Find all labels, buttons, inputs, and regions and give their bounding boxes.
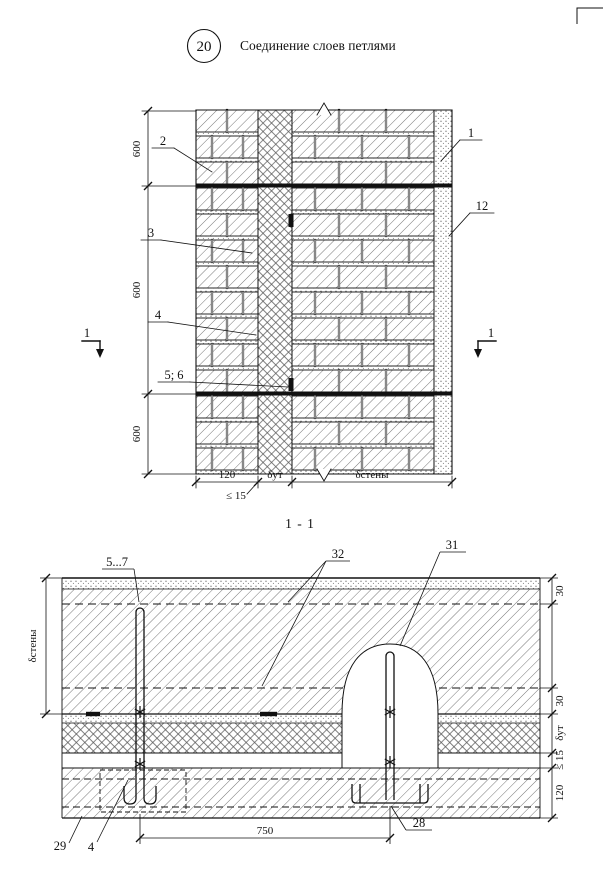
callout-5-6: 5; 6 — [164, 368, 183, 382]
section-view: 30 30 δут ≤ 15 120 δстены 750 5...7 — [27, 538, 566, 854]
section-cut-mark-left: 1 — [81, 326, 104, 358]
callout-31: 31 — [446, 538, 459, 552]
dim-120-section: 120 — [554, 784, 566, 801]
inner-leaf-bricks — [195, 108, 259, 474]
cut-label-right: 1 — [488, 326, 494, 340]
outer-leaf-courses — [291, 108, 435, 474]
glue-strip — [62, 714, 540, 723]
loop-a — [123, 607, 157, 805]
cut-label-left: 1 — [84, 326, 90, 340]
callout-29: 29 — [54, 839, 67, 853]
grout-marks — [134, 706, 396, 770]
loop-tie-row-top — [196, 183, 452, 188]
anchor-plate — [260, 711, 277, 717]
dim-ut: δут — [554, 725, 566, 741]
detail-title: Соединение слоев петлями — [240, 38, 396, 53]
loop-a-brick-outline — [99, 769, 187, 813]
dim-chain-right — [540, 577, 558, 819]
page-corner-mark — [576, 7, 603, 24]
dim-30-top: 30 — [554, 585, 566, 597]
dim-delta-steny: δстены — [355, 469, 389, 481]
note-gap-15: ≤ 15 — [226, 490, 246, 502]
dim-ticks — [41, 106, 557, 843]
elevation-view: 600 600 600 120 δут δстены ≤ 15 1 1 — [81, 102, 497, 502]
section-callout-lines — [68, 551, 466, 844]
callout-4-section: 4 — [88, 840, 95, 854]
section-title: 1 - 1 — [285, 516, 315, 531]
break-mark-bottom — [316, 468, 332, 482]
break-mark-top — [316, 102, 332, 116]
outer-finish-layer — [434, 110, 452, 474]
section-cut-mark-right: 1 — [474, 326, 497, 358]
dim-gap-15: ≤ 15 — [554, 750, 566, 770]
inner-leaf — [62, 768, 540, 818]
dim-chain-left — [141, 110, 197, 475]
dim-600-1: 600 — [131, 140, 143, 157]
wall-leaf — [62, 589, 540, 714]
callout-2: 2 — [160, 134, 166, 148]
anchor-plate — [86, 711, 100, 717]
callout-32: 32 — [332, 547, 345, 561]
dim-30-bottom: 30 — [554, 695, 566, 707]
callout-loops-5-7: 5...7 — [106, 555, 128, 569]
callout-1: 1 — [468, 126, 474, 140]
dim-wall-left — [40, 577, 62, 715]
callout-12: 12 — [476, 199, 489, 213]
dim-wall-label: δстены — [27, 629, 39, 663]
insulation-layer — [258, 110, 292, 474]
callout-4: 4 — [155, 308, 162, 322]
dim-600-2: 600 — [131, 281, 143, 298]
detail-header: 20 Соединение слоев петлями — [186, 28, 396, 64]
callout-3: 3 — [148, 226, 154, 240]
detail-number-circle — [186, 28, 222, 64]
loop-b — [351, 651, 429, 804]
outer-finish-strip — [62, 579, 540, 589]
insulation-strip — [62, 723, 540, 753]
elevation-callouts — [140, 139, 495, 388]
loop-tie-row-bottom — [196, 391, 452, 396]
callout-28: 28 — [413, 816, 426, 830]
dim-120: 120 — [219, 469, 236, 481]
layer-lines — [61, 577, 541, 819]
loop-anchor-mark — [288, 378, 294, 391]
dim-delta-ut: δут — [267, 469, 283, 481]
dim-750: 750 — [257, 825, 274, 837]
loop-anchor-mark — [288, 214, 294, 227]
dim-600-3: 600 — [131, 425, 143, 442]
detail-number: 20 — [197, 39, 212, 55]
